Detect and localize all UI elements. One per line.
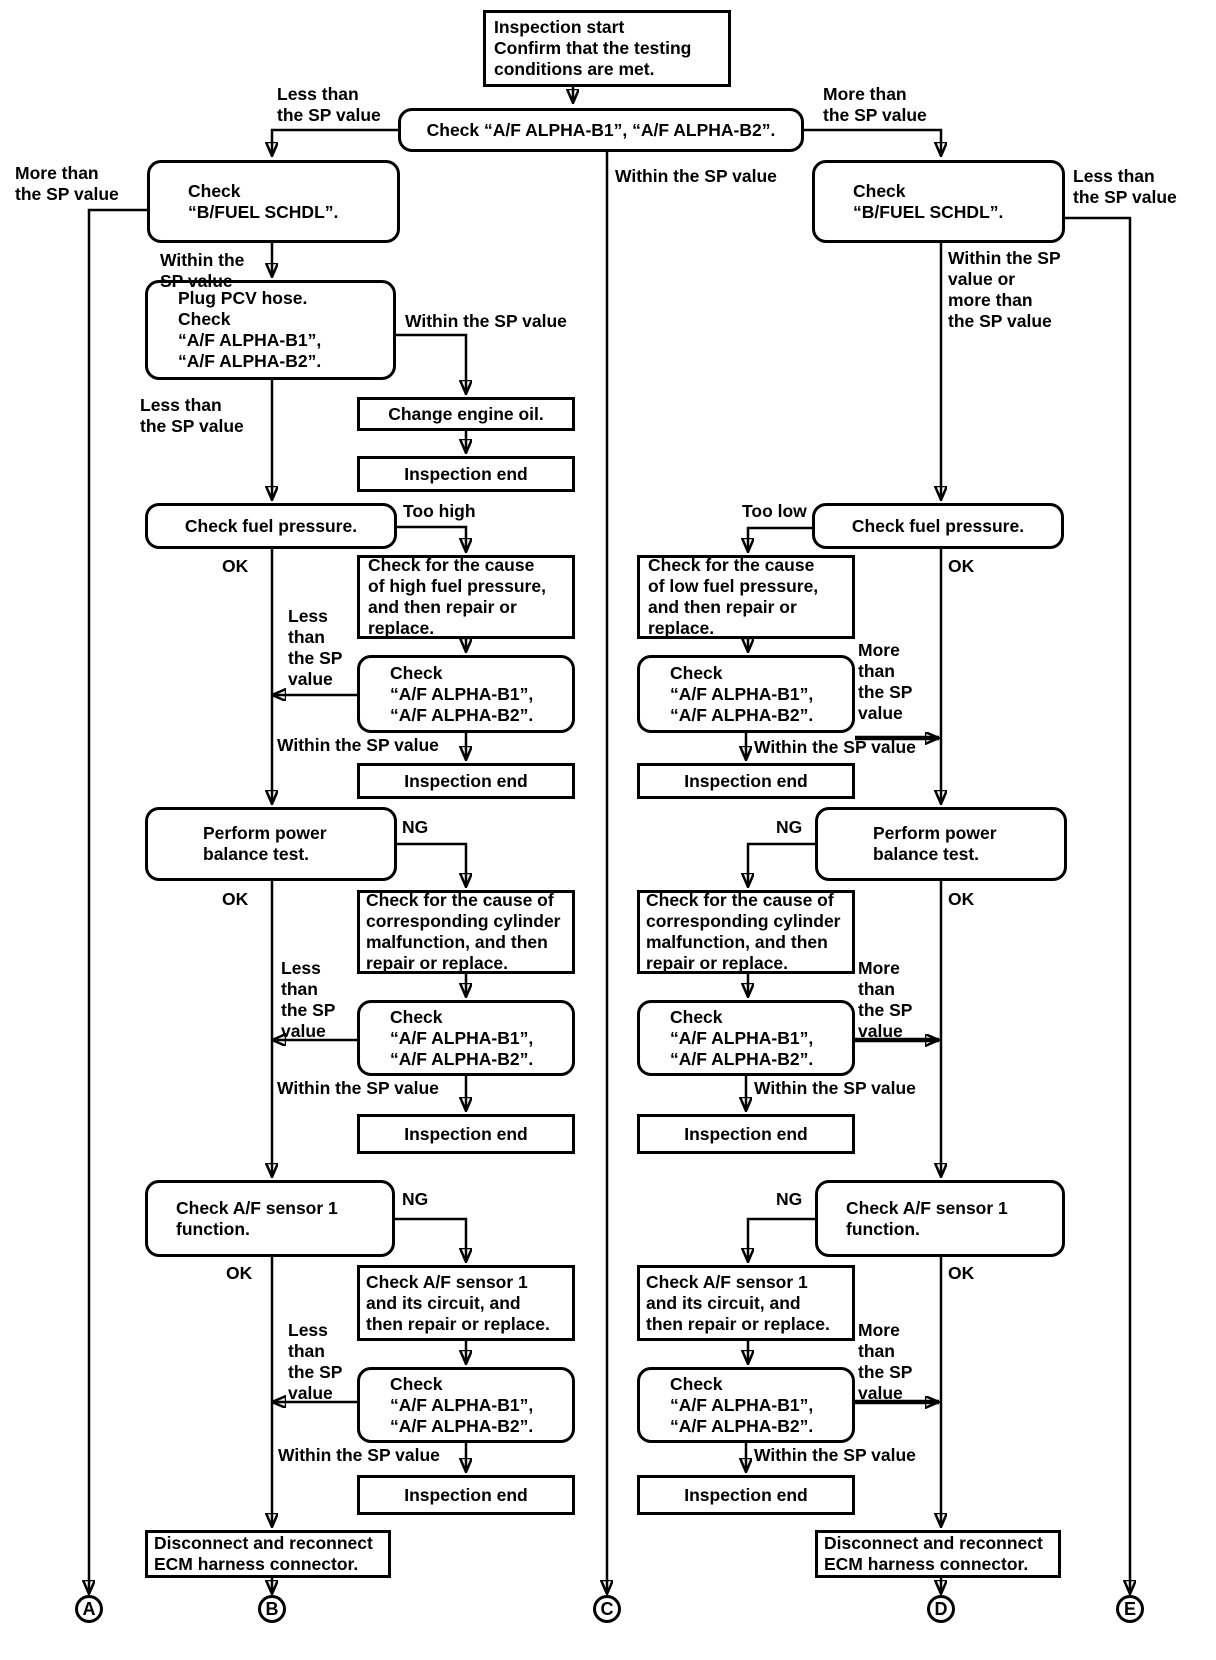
label-within-or-more-right: Within the SP value or more than the SP …	[948, 248, 1061, 331]
connector-b: B	[258, 1595, 286, 1623]
label-less4-3: Less than the SP value	[288, 1320, 343, 1403]
label-ok-power-right: OK	[948, 889, 975, 909]
node-alpha-check-r3: Check “A/F ALPHA-B1”, “A/F ALPHA-B2”.	[637, 1367, 855, 1443]
label-within-alpha-l3: Within the SP value	[278, 1445, 440, 1465]
connector-c: C	[593, 1595, 621, 1623]
label-less4-2: Less than the SP value	[281, 958, 336, 1041]
label-within-alpha-l1: Within the SP value	[277, 735, 439, 755]
label-less-top-left: Less than the SP value	[277, 84, 381, 125]
connector-e: E	[1116, 1595, 1144, 1623]
label-within-middle: Within the SP value	[615, 166, 777, 186]
label-more4-3: More than the SP value	[858, 1320, 913, 1403]
label-ng-power-right: NG	[776, 817, 803, 837]
label-less-plug: Less than the SP value	[140, 395, 244, 436]
label-less4-1: Less than the SP value	[288, 606, 343, 689]
node-disconnect-right: Disconnect and reconnect ECM harness con…	[815, 1530, 1061, 1578]
node-cause-low-pressure: Check for the cause of low fuel pressure…	[637, 555, 855, 639]
edge-fuel-left-too-high	[397, 525, 466, 552]
node-inspection-end-l3: Inspection end	[357, 1114, 575, 1154]
label-too-high: Too high	[403, 501, 476, 521]
node-inspection-end-r3: Inspection end	[637, 1475, 855, 1515]
node-inspection-end-l4: Inspection end	[357, 1475, 575, 1515]
label-more4-1: More than the SP value	[858, 640, 913, 723]
node-alpha-check-l2: Check “A/F ALPHA-B1”, “A/F ALPHA-B2”.	[357, 1000, 575, 1076]
label-ng-power-left: NG	[402, 817, 429, 837]
node-inspection-end-r2: Inspection end	[637, 1114, 855, 1154]
node-alpha-check-r1: Check “A/F ALPHA-B1”, “A/F ALPHA-B2”.	[637, 655, 855, 733]
node-sensor-function-right: Check A/F sensor 1 function.	[815, 1180, 1065, 1257]
label-ng-sensor-left: NG	[402, 1189, 429, 1209]
node-alpha-check-l1: Check “A/F ALPHA-B1”, “A/F ALPHA-B2”.	[357, 655, 575, 733]
label-within-alpha-l2: Within the SP value	[277, 1078, 439, 1098]
connector-a: A	[75, 1595, 103, 1623]
edge-bfuel-right-to-e	[1065, 216, 1130, 1594]
node-plug-pcv: Plug PCV hose. Check “A/F ALPHA-B1”, “A/…	[145, 280, 396, 380]
node-power-balance-left: Perform power balance test.	[145, 807, 397, 881]
node-cause-cylinder-right: Check for the cause of corresponding cyl…	[637, 890, 855, 974]
edge-alpha-less-left	[272, 128, 398, 156]
label-ok-sensor-right: OK	[948, 1263, 975, 1283]
node-check-bfuel-right: Check “B/FUEL SCHDL”.	[812, 160, 1065, 243]
label-ng-sensor-right: NG	[776, 1189, 803, 1209]
edge-fuel-right-too-low	[748, 526, 812, 552]
label-ok-power-left: OK	[222, 889, 249, 909]
node-cause-high-pressure: Check for the cause of high fuel pressur…	[357, 555, 575, 639]
node-alpha-check-l3: Check “A/F ALPHA-B1”, “A/F ALPHA-B2”.	[357, 1367, 575, 1443]
node-sensor-function-left: Check A/F sensor 1 function.	[145, 1180, 395, 1257]
edge-alpha-more-right	[804, 128, 941, 156]
label-within-plug: Within the SP value	[405, 311, 567, 331]
node-inspection-end-l2: Inspection end	[357, 763, 575, 799]
node-check-fuel-right: Check fuel pressure.	[812, 503, 1064, 549]
node-check-bfuel-left: Check “B/FUEL SCHDL”.	[147, 160, 400, 243]
label-too-low: Too low	[742, 501, 807, 521]
label-within-alpha-r3: Within the SP value	[754, 1445, 916, 1465]
node-inspection-end-1: Inspection end	[357, 456, 575, 492]
node-sensor-circuit-right: Check A/F sensor 1 and its circuit, and …	[637, 1265, 855, 1341]
label-less-far-right: Less than the SP value	[1073, 166, 1177, 207]
label-within-alpha-r2: Within the SP value	[754, 1078, 916, 1098]
node-power-balance-right: Perform power balance test.	[815, 807, 1067, 881]
label-more4-2: More than the SP value	[858, 958, 913, 1041]
label-more-top-right: More than the SP value	[823, 84, 927, 125]
label-more-far-left: More than the SP value	[15, 163, 119, 204]
label-ok-fuel-right: OK	[948, 556, 975, 576]
node-inspection-start: Inspection start Confirm that the testin…	[483, 10, 731, 87]
node-alpha-check-r2: Check “A/F ALPHA-B1”, “A/F ALPHA-B2”.	[637, 1000, 855, 1076]
edge-power-left-ng	[397, 842, 466, 887]
node-sensor-circuit-left: Check A/F sensor 1 and its circuit, and …	[357, 1265, 575, 1341]
edge-power-right-ng	[748, 842, 815, 887]
label-ok-fuel-left: OK	[222, 556, 249, 576]
label-within-bfuel-left: Within the SP value	[160, 250, 245, 291]
node-disconnect-left: Disconnect and reconnect ECM harness con…	[145, 1530, 391, 1578]
node-check-fuel-left: Check fuel pressure.	[145, 503, 397, 549]
connector-d: D	[927, 1595, 955, 1623]
node-inspection-end-r1: Inspection end	[637, 763, 855, 799]
edge-plug-to-oil	[396, 333, 466, 394]
node-check-alpha-wide: Check “A/F ALPHA-B1”, “A/F ALPHA-B2”.	[398, 108, 804, 152]
node-cause-cylinder-left: Check for the cause of corresponding cyl…	[357, 890, 575, 974]
node-change-oil: Change engine oil.	[357, 397, 575, 431]
edge-sensor-left-ng	[395, 1217, 466, 1262]
edge-bfuel-left-to-a	[89, 208, 147, 1594]
label-ok-sensor-left: OK	[226, 1263, 253, 1283]
label-within-alpha-r1: Within the SP value	[754, 737, 916, 757]
edge-sensor-right-ng	[748, 1217, 815, 1262]
